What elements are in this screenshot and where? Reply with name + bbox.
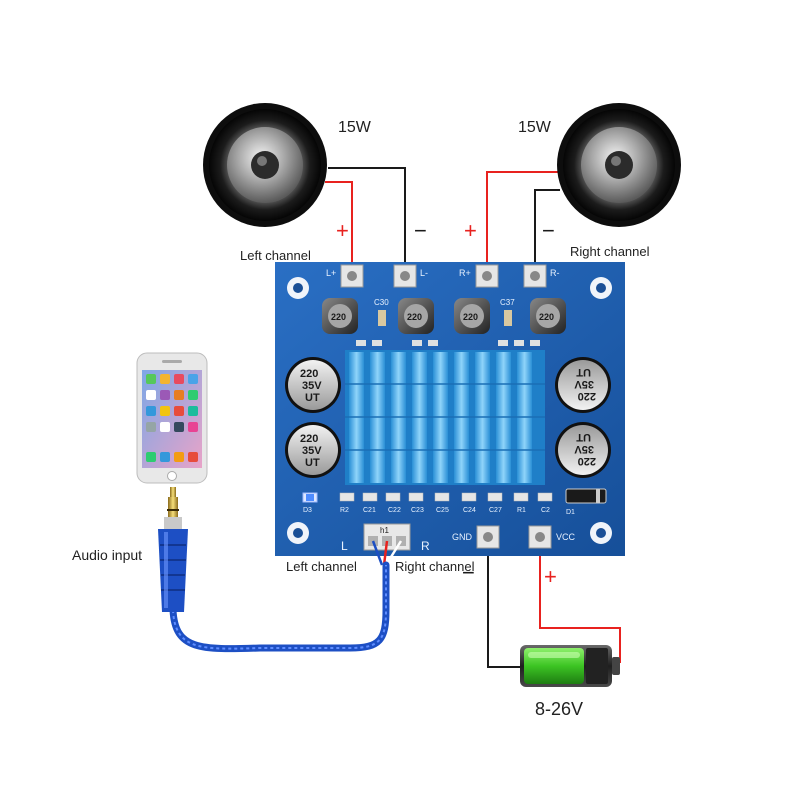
inductor: 220 <box>454 298 490 334</box>
left-minus-wire <box>328 167 406 272</box>
terminal-l-plus <box>340 264 364 288</box>
input-wires <box>371 540 403 566</box>
heatsink <box>345 350 545 485</box>
svg-text:UT: UT <box>576 366 591 378</box>
silk-r-minus: R- <box>550 268 560 278</box>
silk-r-plus: R+ <box>459 268 471 278</box>
gnd-wire <box>487 550 520 668</box>
silk-d1: D1 <box>566 509 575 516</box>
smd-row-bottom <box>339 492 553 502</box>
silk-c27: C27 <box>489 507 502 514</box>
silk-c30: C30 <box>374 298 389 307</box>
left-speaker <box>203 103 327 227</box>
diode-d1 <box>565 488 607 504</box>
smartphone <box>136 352 208 484</box>
power-wires <box>487 550 621 668</box>
silk-c21: C21 <box>363 507 376 514</box>
silk-vcc: VCC <box>556 532 576 542</box>
right-minus-sign: − <box>542 218 555 243</box>
silk-r1: R1 <box>517 507 526 514</box>
left-minus-sign: − <box>414 218 427 243</box>
left-plus-sign: + <box>336 218 349 243</box>
silk-c23: C23 <box>411 507 424 514</box>
svg-text:UT: UT <box>305 392 320 404</box>
right-plus-sign: + <box>464 218 477 243</box>
smd-cap <box>504 310 512 326</box>
silk-d3: D3 <box>303 507 312 514</box>
app-icon-grid <box>146 374 198 462</box>
electrolytic-capacitor: 220 35V UT <box>555 422 611 478</box>
silk-c22: C22 <box>388 507 401 514</box>
right-speaker-label: Right channel <box>570 244 650 259</box>
svg-text:220: 220 <box>407 312 422 322</box>
silk-input-mark: h1 <box>380 526 389 535</box>
mounting-hole <box>590 522 612 544</box>
input-left-label: Left channel <box>286 559 357 574</box>
silk-gnd: GND <box>452 532 473 542</box>
inductor: 220 <box>398 298 434 334</box>
audio-jack <box>158 487 188 612</box>
right-minus-wire <box>534 189 560 272</box>
mounting-hole <box>287 277 309 299</box>
speaker-wires <box>325 167 560 272</box>
vcc-plus-sign: + <box>544 564 557 589</box>
right-plus-wire <box>486 171 560 272</box>
mounting-hole <box>287 522 309 544</box>
svg-text:220: 220 <box>300 368 318 380</box>
svg-text:35V: 35V <box>302 380 322 392</box>
svg-text:220: 220 <box>578 455 596 467</box>
terminal-r-minus <box>523 264 547 288</box>
electrolytic-capacitor: 220 35V UT <box>285 357 341 413</box>
amplifier-board: L+ L- R+ R- 220 220 220 220 C30 C37 <box>275 262 625 556</box>
left-speaker-label: Left channel <box>240 248 311 263</box>
svg-text:220: 220 <box>331 312 346 322</box>
vcc-wire <box>539 550 621 663</box>
led-d3-glow <box>306 494 314 501</box>
terminal-vcc <box>528 525 552 549</box>
svg-text:35V: 35V <box>302 445 322 457</box>
input-right-label: Right channel <box>395 559 475 574</box>
left-plus-wire <box>325 181 353 272</box>
silk-l-plus: L+ <box>326 268 336 278</box>
smd-row-top <box>356 340 540 346</box>
silk-c24: C24 <box>463 507 476 514</box>
right-speaker <box>557 103 681 227</box>
silk-input-l: L <box>341 539 348 553</box>
smd-cap <box>378 310 386 326</box>
inductor: 220 <box>322 298 358 334</box>
silk-r2: R2 <box>340 507 349 514</box>
svg-text:220: 220 <box>463 312 478 322</box>
terminal-gnd <box>476 525 500 549</box>
silk-c37: C37 <box>500 298 515 307</box>
silk-c25: C25 <box>436 507 449 514</box>
silk-l-minus: L- <box>420 268 428 278</box>
svg-text:UT: UT <box>576 431 591 443</box>
svg-text:UT: UT <box>305 457 320 469</box>
svg-text:35V: 35V <box>574 443 594 455</box>
audio-cable <box>169 561 390 653</box>
svg-text:220: 220 <box>539 312 554 322</box>
gnd-minus-sign: − <box>462 560 475 585</box>
audio-input-label: Audio input <box>72 547 142 563</box>
terminal-l-minus <box>393 264 417 288</box>
svg-text:220: 220 <box>578 390 596 402</box>
inductor: 220 <box>530 298 566 334</box>
battery <box>520 645 620 687</box>
svg-text:220: 220 <box>300 433 318 445</box>
electrolytic-capacitor: 220 35V UT <box>285 422 341 478</box>
electrolytic-capacitor: 220 35V UT <box>555 357 611 413</box>
terminal-r-plus <box>475 264 499 288</box>
silk-c2: C2 <box>541 507 550 514</box>
svg-text:35V: 35V <box>574 378 594 390</box>
silk-input-r: R <box>421 539 430 553</box>
left-speaker-power: 15W <box>338 119 372 136</box>
mounting-hole <box>590 277 612 299</box>
battery-voltage: 8-26V <box>535 699 583 719</box>
right-speaker-power: 15W <box>518 119 552 136</box>
